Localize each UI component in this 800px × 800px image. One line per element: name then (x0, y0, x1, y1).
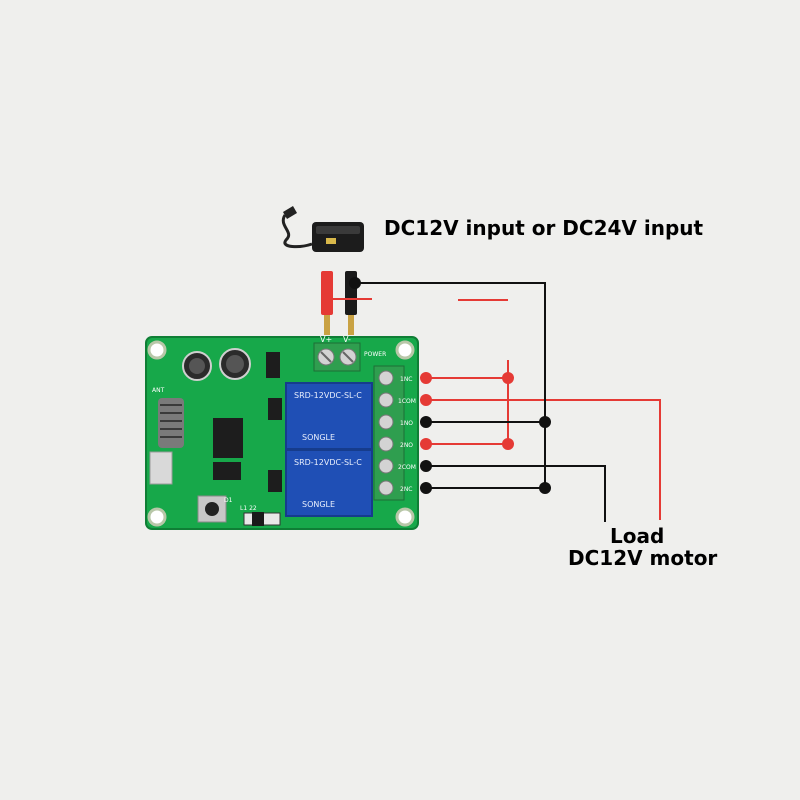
mount-hole-icon (147, 340, 415, 527)
relay-board: V+ V- POWER SRD-12VDC-SL-C SONGLE SRD-12… (145, 335, 419, 530)
terminal-v-plus-label: V+ (320, 335, 332, 344)
relay-2-brand: SONGLE (302, 500, 335, 509)
power-input-label: DC12V input or DC24V input (384, 216, 704, 240)
relay-1-brand: SONGLE (302, 433, 335, 442)
terminal-out-6: 2NC (400, 486, 413, 493)
relay-2-model: SRD-12VDC-SL-C (294, 458, 362, 467)
terminal-out-2: 1COM (398, 398, 416, 405)
load-label: Load (610, 524, 665, 548)
terminal-power-label: POWER (364, 351, 386, 358)
terminal-out-3: 1NO (400, 420, 413, 427)
junction-dot (420, 416, 432, 428)
led-label: D1 (224, 497, 233, 504)
junction-dots (321, 277, 551, 494)
junction-dot (502, 438, 514, 450)
push-button-icon (197, 495, 227, 523)
red-wires (327, 298, 661, 520)
junction-dot (539, 416, 551, 428)
junction-dot (349, 277, 361, 289)
terminal-out-1: 1NC (400, 376, 413, 383)
relay-1: SRD-12VDC-SL-C SONGLE (285, 382, 373, 450)
power-adapter-icon (281, 206, 364, 252)
junction-dot (420, 394, 432, 406)
junction-dot (321, 293, 333, 305)
motor-label: DC12V motor (568, 546, 718, 570)
jumper-icon (243, 512, 281, 526)
terminal-v-minus-label: V- (343, 335, 351, 344)
jumper-label: L1 22 (240, 505, 257, 512)
power-terminal-block: V+ V- POWER (313, 335, 386, 372)
junction-dot (420, 482, 432, 494)
capacitor-icon (182, 348, 251, 381)
terminal-out-4: 2NO (400, 442, 413, 449)
junction-dot (502, 372, 514, 384)
ic-chip-icon (213, 352, 282, 492)
antenna-coil-icon (149, 398, 184, 485)
junction-dot (420, 372, 432, 384)
junction-dot (420, 460, 432, 472)
terminal-out-5: 2COM (398, 464, 416, 471)
relay-1-model: SRD-12VDC-SL-C (294, 391, 362, 400)
junction-dot (420, 438, 432, 450)
output-terminal-block: 1NC 1COM 1NO 2NO 2COM 2NC (373, 365, 416, 501)
antenna-label: ANT (152, 387, 165, 394)
junction-dot (539, 482, 551, 494)
relay-2: SRD-12VDC-SL-C SONGLE (285, 449, 373, 517)
